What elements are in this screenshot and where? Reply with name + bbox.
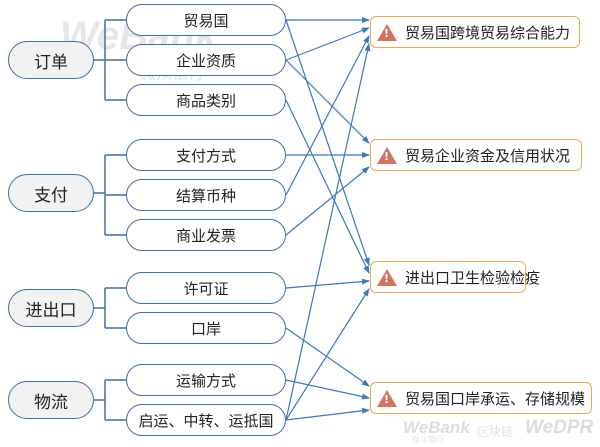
link-arrow [285,288,370,421]
category-node[interactable]: 支付 [8,174,94,212]
link-arrow [285,278,370,289]
warning-icon [377,389,397,407]
factor-node[interactable]: 贸易国 [126,4,286,36]
factor-node[interactable]: 运输方式 [126,364,286,396]
factor-node[interactable]: 商品类别 [126,84,286,116]
factor-node[interactable]: 支付方式 [126,139,286,171]
factor-node[interactable]: 口岸 [126,312,286,344]
risk-node[interactable]: 贸易企业资金及信用状况 [370,139,582,171]
footer-watermark-brand-cn: 微众银行 [412,435,444,444]
risk-node[interactable]: 贸易国口岸承运、存储规模 [370,382,592,414]
category-node[interactable]: 物流 [8,381,94,419]
warning-icon [377,146,397,164]
factor-node[interactable]: 商业发票 [126,219,286,251]
category-node[interactable]: 进出口 [8,289,94,327]
link-arrow [285,327,370,387]
footer-watermark-product: WeDPR [525,417,594,438]
factor-node[interactable]: 许可证 [126,272,286,304]
risk-label: 贸易企业资金及信用状况 [405,146,571,165]
footer-watermark-brand: WeBank [403,418,470,437]
footer-watermark-product-cn: 区块链 [477,425,514,439]
link-arrow [285,99,370,274]
category-node[interactable]: 订单 [8,41,94,79]
factor-node[interactable]: 启运、中转、运抵国 [126,404,286,436]
link-arrow [285,19,370,266]
link-arrow [285,27,370,61]
link-arrow [285,35,370,196]
factor-node[interactable]: 企业资质 [126,44,286,76]
risk-label: 进出口卫生检验检疫 [405,268,541,287]
footer-watermark-separator: · [467,424,471,437]
link-arrow [285,166,370,236]
link-arrow [285,379,370,400]
risk-label: 贸易国口岸承运、存储规模 [405,389,586,408]
link-arrow [285,43,371,421]
link-arrow [285,407,370,421]
risk-node[interactable]: 贸易国跨境贸易综合能力 [370,16,580,48]
link-arrow [285,59,370,144]
risk-label: 贸易国跨境贸易综合能力 [405,23,571,42]
warning-icon [377,268,397,286]
warning-icon [377,23,397,41]
risk-node[interactable]: 进出口卫生检验检疫 [370,261,540,293]
factor-node[interactable]: 结算币种 [126,179,286,211]
